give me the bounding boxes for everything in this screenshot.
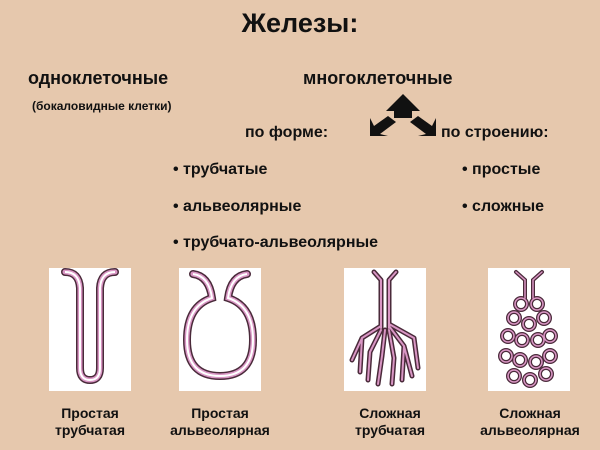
structure-item-compound: сложные [462, 198, 544, 216]
structure-item-simple: простые [462, 161, 540, 179]
caption-line: трубчатая [54, 422, 126, 438]
slide-title: Железы: [241, 8, 359, 38]
caption-simple-alveolar: Простая альвеолярная [165, 405, 275, 439]
shape-item-alveolar: альвеолярные [173, 198, 301, 216]
caption-line: Сложная [359, 405, 421, 421]
caption-simple-tubular: Простая трубчатая [40, 405, 140, 439]
caption-line: альвеолярная [480, 422, 580, 438]
caption-line: альвеолярная [170, 422, 270, 438]
compound-alveolar-gland-icon [498, 270, 558, 388]
multicellular-heading: многоклеточные [303, 68, 453, 88]
compound-alveolar-gland-figure [488, 268, 570, 391]
caption-line: Простая [61, 405, 119, 421]
compound-tubular-gland-figure [344, 268, 426, 391]
caption-compound-alveolar: Сложная альвеолярная [470, 405, 590, 439]
caption-line: Простая [191, 405, 249, 421]
simple-tubular-gland-icon [61, 268, 119, 385]
simple-alveolar-gland-figure [179, 268, 261, 391]
goblet-cells-note: (бокаловидные клетки) [32, 99, 172, 113]
caption-line: Сложная [499, 405, 561, 421]
by-structure-label: по строению: [441, 124, 549, 141]
compound-tubular-gland-icon [349, 269, 421, 387]
shape-item-tubuloalveolar: трубчато-альвеолярные [173, 234, 378, 252]
caption-compound-tubular: Сложная трубчатая [340, 405, 440, 439]
simple-tubular-gland-figure [49, 268, 131, 391]
caption-line: трубчатая [354, 422, 426, 438]
branching-arrows-icon [370, 94, 436, 136]
simple-alveolar-gland-icon [182, 270, 258, 381]
by-shape-label: по форме: [245, 124, 329, 141]
unicellular-heading: одноклеточные [28, 68, 169, 88]
shape-item-tubular: трубчатые [173, 161, 267, 179]
